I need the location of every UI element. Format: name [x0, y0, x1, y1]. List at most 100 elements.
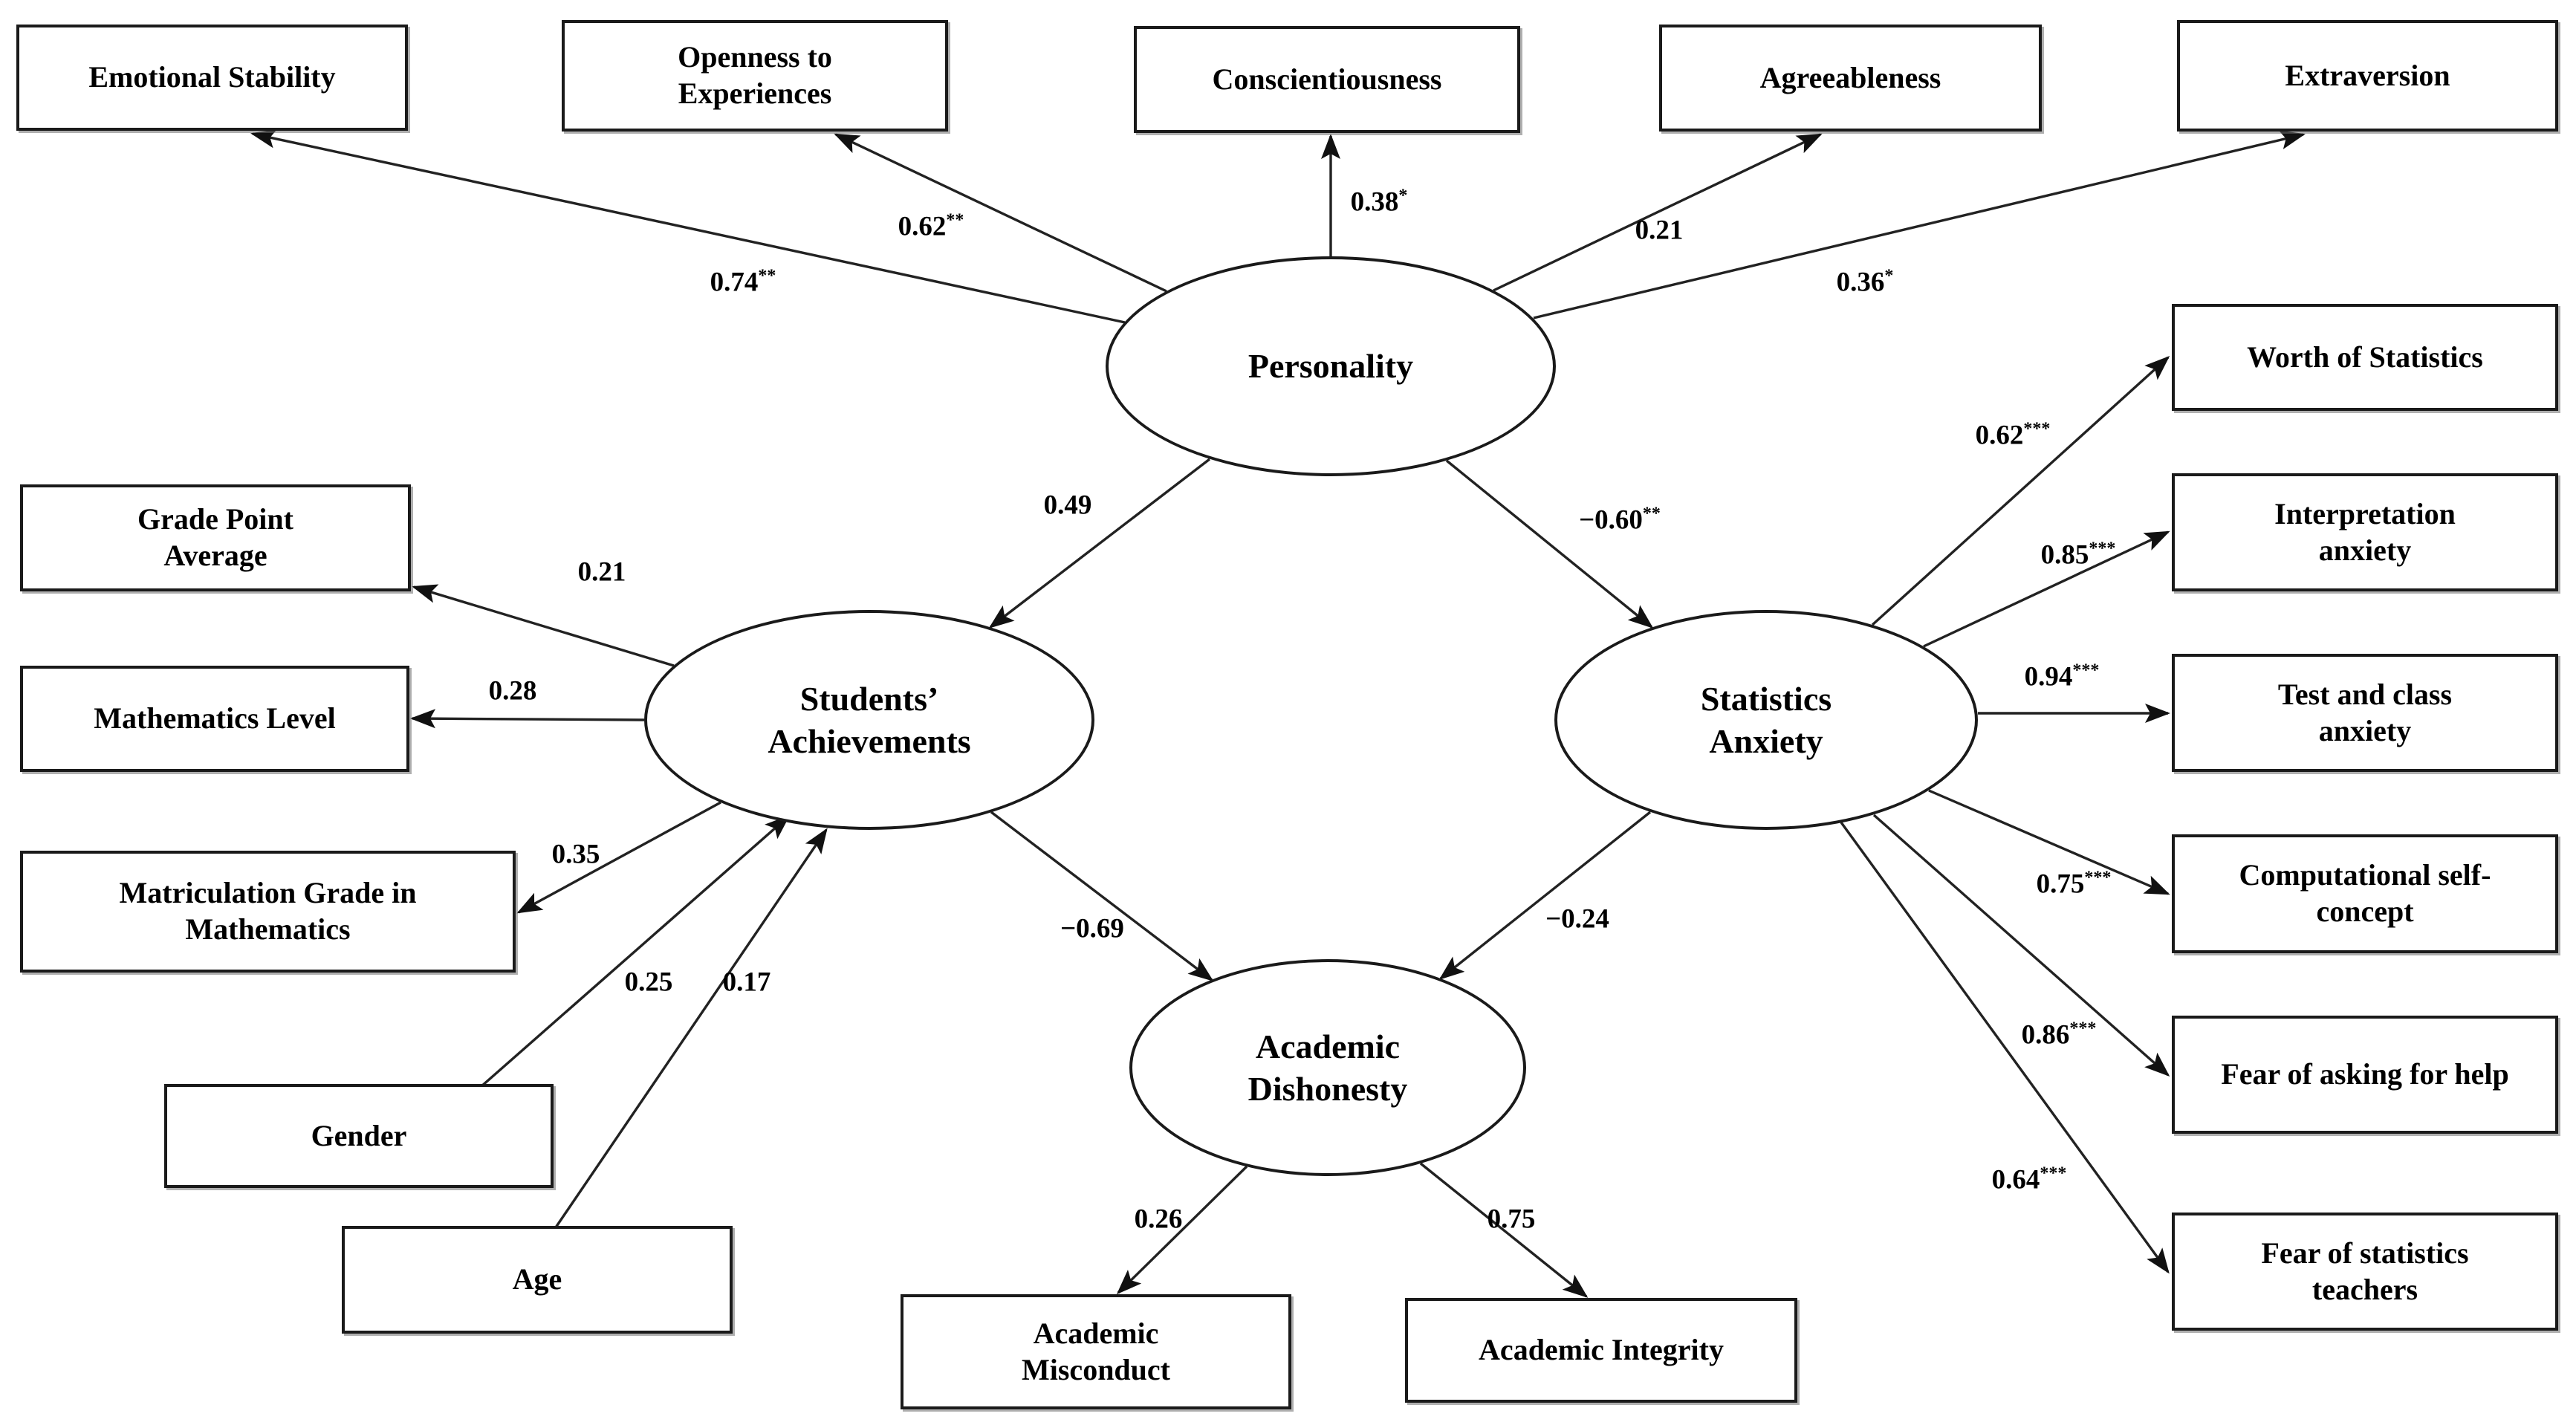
arrow-achievements-to-gpa	[412, 584, 675, 667]
node-label: Academic Misconduct	[1022, 1316, 1170, 1386]
node-fear-asking-help: Fear of asking for help	[2172, 1016, 2558, 1134]
arrow-age-to-achievements	[554, 828, 828, 1228]
node-gender: Gender	[164, 1084, 554, 1188]
arrow-dishonesty-to-academic-integrity	[1419, 1162, 1589, 1298]
latent-label: Students’ Achievements	[768, 679, 971, 761]
coef-personality-agreeableness: 0.21	[1635, 214, 1684, 246]
coef-value: 0.64	[1991, 1164, 2040, 1195]
coef-value: 0.21	[1635, 215, 1684, 246]
latent-academic-dishonesty: Academic Dishonesty	[1129, 959, 1526, 1176]
significance-stars: **	[946, 210, 964, 230]
latent-label: Statistics Anxiety	[1700, 679, 1832, 761]
coef-value: 0.25	[624, 967, 673, 998]
arrow-achievements-to-mathematics-level	[410, 709, 645, 729]
arrow-achievements-to-academic-dishonesty	[990, 811, 1214, 981]
arrow-personality-to-emotional-stability	[250, 129, 1126, 324]
node-label: Worth of Statistics	[2247, 340, 2483, 374]
node-emotional-stability: Emotional Stability	[16, 25, 408, 131]
coef-value: 0.85	[2040, 539, 2089, 571]
coef-achievements-mathematics-level: 0.28	[489, 675, 537, 707]
significance-stars: *	[1398, 186, 1408, 206]
coef-value: 0.75	[2036, 869, 2085, 900]
significance-stars: ***	[2069, 1019, 2097, 1039]
latent-students-achievements: Students’ Achievements	[644, 610, 1094, 830]
coef-dishonesty-integrity: 0.75	[1487, 1203, 1536, 1235]
coef-value: 0.26	[1134, 1204, 1183, 1235]
node-label: Grade Point Average	[137, 502, 293, 572]
arrow-dishonesty-to-academic-misconduct	[1116, 1165, 1248, 1295]
coef-value: −0.69	[1060, 913, 1124, 944]
node-extraversion: Extraversion	[2177, 20, 2558, 132]
coef-anxiety-fear-help: 0.86***	[2022, 1019, 2097, 1051]
coef-dishonesty-misconduct: 0.26	[1135, 1203, 1183, 1235]
coef-value: −0.24	[1545, 903, 1609, 935]
coef-value: 0.28	[488, 675, 537, 707]
node-label: Computational self-concept	[2239, 858, 2491, 928]
coef-value: 0.62	[898, 211, 947, 242]
arrow-personality-to-extraversion	[1533, 130, 2306, 319]
latent-label: Personality	[1248, 347, 1414, 386]
coef-value: 0.86	[2021, 1019, 2070, 1051]
arrow-anxiety-to-interpretation-anxiety	[1923, 530, 2170, 648]
coef-personality-extraversion: 0.36*	[1837, 266, 1894, 298]
coef-value: 0.75	[1487, 1204, 1536, 1235]
node-worth-of-statistics: Worth of Statistics	[2172, 304, 2558, 411]
coef-value: 0.62	[1975, 420, 2024, 451]
node-test-class-anxiety: Test and class anxiety	[2172, 654, 2558, 772]
node-matriculation-grade: Matriculation Grade in Mathematics	[20, 851, 516, 973]
coef-anxiety-computational: 0.75***	[2037, 868, 2112, 900]
coef-achievements-dishonesty: −0.69	[1060, 912, 1124, 944]
arrow-achievements-to-matriculation	[516, 801, 721, 914]
coef-achievements-matriculation: 0.35	[552, 838, 600, 870]
node-label: Openness to Experiences	[678, 40, 832, 110]
node-label: Mathematics Level	[94, 701, 336, 736]
significance-stars: ***	[2089, 539, 2116, 559]
coef-anxiety-worth: 0.62***	[1976, 419, 2051, 451]
arrow-anxiety-to-worth-of-statistics	[1871, 355, 2170, 626]
node-label: Fear of statistics teachers	[2261, 1236, 2469, 1306]
significance-stars: ***	[2084, 868, 2112, 888]
node-label: Agreeableness	[1759, 60, 1941, 94]
node-label: Matriculation Grade in Mathematics	[119, 876, 417, 946]
node-mathematics-level: Mathematics Level	[20, 666, 409, 772]
node-label: Extraversion	[2285, 58, 2450, 92]
arrow-personality-to-openness	[834, 133, 1167, 293]
arrow-personality-to-statistics-anxiety	[1445, 459, 1654, 629]
node-fear-statistics-teachers: Fear of statistics teachers	[2172, 1213, 2558, 1331]
node-label: Age	[512, 1262, 562, 1296]
node-academic-misconduct: Academic Misconduct	[901, 1294, 1291, 1409]
node-interpretation-anxiety: Interpretation anxiety	[2172, 473, 2558, 591]
node-label: Gender	[311, 1118, 407, 1152]
coef-value: −0.60	[1579, 504, 1643, 536]
significance-stars: ***	[2072, 660, 2100, 681]
coef-personality-anxiety: −0.60**	[1579, 504, 1661, 536]
node-label: Emotional Stability	[88, 60, 336, 94]
arrow-personality-to-students-achievements	[988, 458, 1211, 629]
latent-personality: Personality	[1106, 256, 1556, 476]
latent-statistics-anxiety: Statistics Anxiety	[1554, 610, 1978, 830]
node-conscientiousness: Conscientiousness	[1134, 26, 1520, 133]
significance-stars: ***	[2023, 419, 2051, 439]
node-label: Interpretation anxiety	[2274, 496, 2456, 567]
node-openness: Openness to Experiences	[562, 20, 948, 132]
node-agreeableness: Agreeableness	[1659, 25, 2042, 132]
latent-label: Academic Dishonesty	[1248, 1027, 1408, 1108]
coef-anxiety-test-class: 0.94***	[2025, 660, 2100, 692]
coef-value: 0.49	[1043, 490, 1092, 521]
node-label: Test and class anxiety	[2277, 677, 2453, 747]
coef-value: 0.35	[551, 839, 600, 870]
coef-gender-achievements: 0.25	[625, 966, 673, 998]
coef-achievements-gpa: 0.21	[578, 556, 626, 588]
coef-anxiety-dishonesty: −0.24	[1545, 903, 1609, 935]
coef-value: 0.74	[710, 267, 759, 298]
coef-value: 0.21	[577, 556, 626, 588]
arrow-gender-to-achievements	[480, 815, 791, 1088]
arrow-anxiety-to-fear-asking-help	[1872, 814, 2170, 1077]
coef-personality-emotional-stability: 0.74**	[710, 266, 776, 298]
significance-stars: ***	[2040, 1163, 2067, 1184]
arrow-personality-to-agreeableness	[1493, 133, 1823, 292]
node-grade-point-average: Grade Point Average	[20, 484, 411, 591]
node-age: Age	[342, 1226, 733, 1334]
